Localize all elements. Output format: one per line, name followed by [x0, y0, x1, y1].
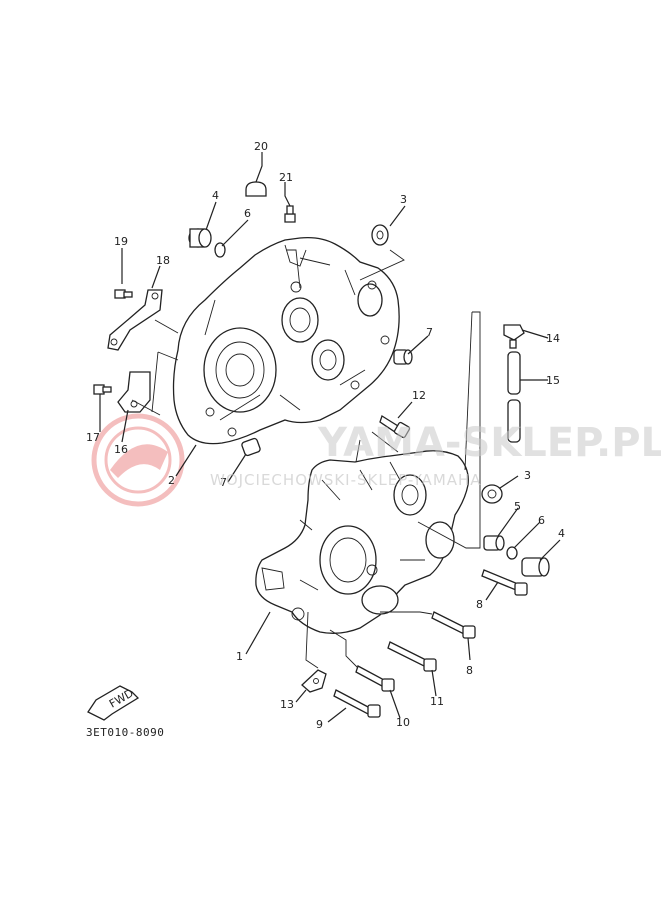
callout-4: 4: [212, 189, 219, 202]
part-19-bolt: [114, 289, 133, 299]
part-8-bolt-upper: [481, 569, 528, 596]
callout-17: 17: [86, 431, 100, 444]
part-4-bushing-right: [521, 557, 550, 577]
part-18-bracket: [107, 289, 163, 351]
part-4-bushing-top: [188, 228, 212, 248]
part-6-oring-top: [214, 242, 226, 258]
part-3-seal-top: [371, 224, 389, 246]
part-9-bolt: [333, 689, 381, 718]
callout-2: 2: [168, 474, 175, 487]
part-5-bushing: [483, 535, 505, 551]
fwd-arrow-icon: FWD: [87, 685, 140, 721]
callout-13: 13: [280, 698, 294, 711]
part-21-nipple: [284, 205, 296, 223]
part-6-oring-right: [506, 546, 518, 560]
callout-9: 9: [316, 718, 323, 731]
callout-4b: 4: [558, 527, 565, 540]
diagram-code: 3ET010-8090: [86, 726, 164, 739]
part-13-clip: [301, 669, 327, 693]
callout-5: 5: [514, 500, 521, 513]
callout-14: 14: [546, 332, 560, 345]
part-7-dowel-top: [393, 349, 413, 365]
crankcase-left: [172, 236, 400, 445]
callout-1: 1: [236, 650, 243, 663]
callout-11: 11: [430, 695, 444, 708]
callout-3: 3: [400, 193, 407, 206]
callout-21: 21: [279, 171, 293, 184]
leader-lines: [99, 152, 561, 723]
crankcase-right: [255, 450, 469, 634]
callout-8b: 8: [466, 664, 473, 677]
callout-6b: 6: [538, 514, 545, 527]
callout-20: 20: [254, 140, 268, 153]
part-11-bolt: [387, 641, 437, 672]
callout-7: 7: [426, 326, 433, 339]
part-14-fitting: [503, 324, 525, 349]
callout-6: 6: [244, 207, 251, 220]
callout-15: 15: [546, 374, 560, 387]
part-12-bolt: [379, 415, 411, 439]
watermark-logo: [91, 413, 185, 507]
part-10-bolt: [355, 665, 395, 692]
callout-16: 16: [114, 443, 128, 456]
callout-3b: 3: [524, 469, 531, 482]
callout-10: 10: [396, 716, 410, 729]
callout-19: 19: [114, 235, 128, 248]
watermark-sub: WOJCIECHOWSKI-SKLEP-YAMAHA: [210, 471, 482, 489]
watermark-brand: YAMA-SKLEP.PL: [317, 420, 661, 466]
part-8-bolt-lower: [431, 611, 476, 639]
part-7-dowel-left: [241, 437, 261, 457]
callout-7b: 7: [220, 476, 227, 489]
part-20-plug: [245, 181, 267, 197]
part-17-bolt: [93, 384, 112, 395]
part-16-bracket: [117, 371, 151, 413]
part-15-hose: [507, 351, 521, 443]
callout-8: 8: [476, 598, 483, 611]
callout-18: 18: [156, 254, 170, 267]
callout-numbers: 20 21 3 4 6 19 18 7 14 15 12 17 16 2 7 3…: [86, 140, 565, 731]
part-3-seal-right: [481, 484, 503, 504]
callout-12: 12: [412, 389, 426, 402]
